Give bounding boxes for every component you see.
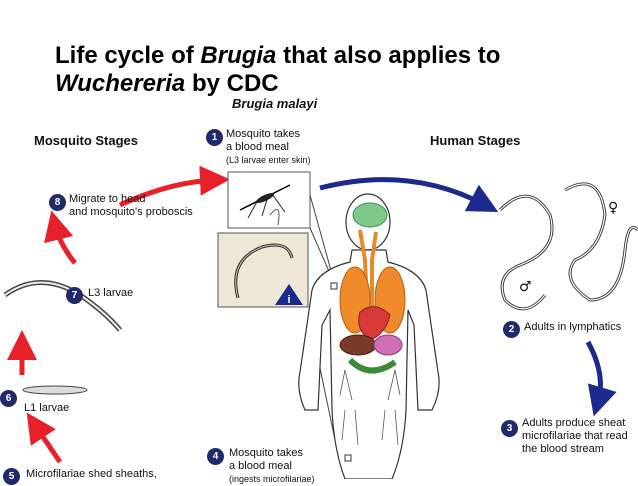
l1-larva [22, 385, 88, 395]
brain [352, 202, 388, 228]
info-triangle [275, 284, 303, 305]
info-icon: i [287, 294, 290, 306]
title-genus-wuchereria: Wuchereria [55, 70, 186, 97]
step-4-note: (ingests microfilariae) [229, 474, 315, 484]
step-4-label: Mosquito takes a blood meal (ingests mic… [229, 447, 315, 486]
step-4-line-1: Mosquito takes [229, 447, 303, 459]
slide-title: Life cycle of Brugia that also applies t… [55, 42, 625, 98]
step-8-line-1: Migrate to head [69, 193, 146, 205]
step-7-label: L3 larvae [88, 287, 134, 299]
step-5-label: Microfilariae shed sheaths, [26, 468, 157, 480]
step-3-line-3: the blood stream [522, 443, 604, 455]
red-arrow-5-to-6 [26, 412, 63, 464]
step-7-badge: 7 [66, 287, 83, 304]
mosquito-bite-panel [227, 171, 311, 229]
step-1-line-2: a blood meal [226, 141, 289, 153]
title-text: Life cycle of [55, 42, 194, 69]
step-2-badge: 2 [503, 321, 520, 338]
step-5-badge: 5 [3, 468, 20, 485]
title-line-2: Wuchereria by CDC [55, 70, 625, 98]
step-1-line-1: Mosquito takes [226, 128, 300, 140]
title-source: by CDC [191, 70, 279, 97]
step-1-note: (L3 larvae enter skin) [226, 155, 311, 165]
step-8-badge: 8 [49, 194, 66, 211]
step-4-line-2: a blood meal [229, 460, 292, 472]
bite-site-marker [330, 282, 338, 290]
blue-arrow-1-to-2 [319, 177, 499, 213]
step-2-label: Adults in lymphatics [524, 321, 622, 333]
step-3-label: Adults produce sheat microfilariae that … [522, 417, 628, 456]
male-symbol: ♂ [519, 279, 532, 295]
step-3-badge: 3 [501, 420, 518, 437]
step-8-label: Migrate to head and mosquito's proboscis [69, 193, 193, 219]
step-3-line-2: microfilariae that read [522, 430, 628, 442]
liver [339, 334, 377, 356]
step-8-line-2: and mosquito's proboscis [69, 206, 193, 218]
step-4-badge: 4 [207, 448, 224, 465]
title-line-1: Life cycle of Brugia that also applies t… [55, 42, 625, 70]
lymphatics [339, 369, 401, 446]
step-1-badge: 1 [206, 129, 223, 146]
blue-arrow-2-to-3 [585, 340, 617, 417]
title-genus-brugia: Brugia [200, 42, 277, 69]
title-text: that also applies to [283, 42, 501, 69]
human-stages-heading: Human Stages [430, 133, 521, 148]
red-arrow-8-to-1 [118, 165, 230, 208]
female-symbol: ♀ [608, 200, 618, 216]
stomach [373, 334, 403, 356]
step-3-line-1: Adults produce sheat [522, 417, 626, 429]
step-6-label: L1 larvae [24, 402, 70, 414]
species-name: Brugia malayi [232, 96, 318, 111]
mosquito-stages-heading: Mosquito Stages [34, 133, 139, 148]
step-1-label: Mosquito takes a blood meal (L3 larvae e… [226, 128, 311, 167]
adult-worms [498, 182, 638, 311]
blood-meal-site-marker [344, 454, 352, 462]
red-arrow-7-to-8 [44, 210, 77, 265]
heart [358, 306, 391, 341]
intestines [347, 357, 397, 374]
step-6-badge: 6 [0, 390, 17, 407]
